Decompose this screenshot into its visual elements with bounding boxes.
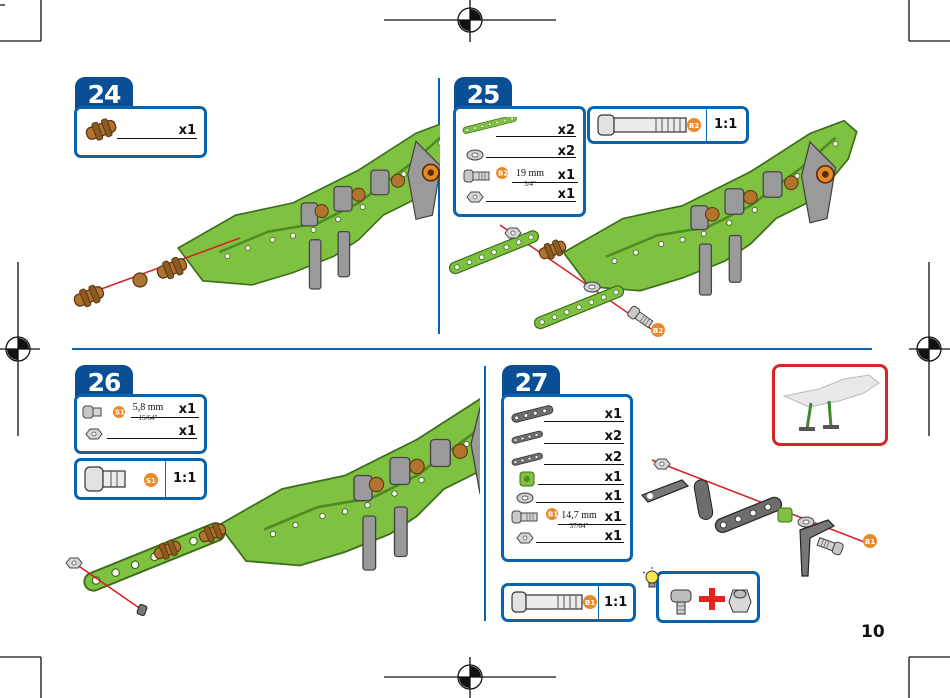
washer-icon <box>514 490 536 506</box>
angle-bracket-icon <box>510 427 560 447</box>
part-quantity: x2 <box>605 450 622 465</box>
tip-illustration <box>663 576 755 618</box>
part-quantity: x1 <box>605 510 622 525</box>
svg-text:B1: B1 <box>585 599 595 607</box>
nut-icon <box>514 530 536 546</box>
bolt-b1-scale-icon: B1 <box>510 590 600 616</box>
part-quantity: x2 <box>605 429 622 444</box>
short-strip-icon <box>510 449 560 469</box>
part-quantity: x1 <box>605 529 622 544</box>
dinosaur-thumbnail-icon <box>779 371 883 439</box>
part-quantity: x1 <box>605 489 622 504</box>
step-25-assembly-illustration: B2 <box>440 105 890 345</box>
assembly-badge: B2 <box>653 327 663 335</box>
svg-text:B1: B1 <box>548 511 558 519</box>
green-spacer-icon <box>518 470 538 488</box>
metal-strip-icon <box>510 405 560 425</box>
reference-thumbnail <box>772 364 888 446</box>
step-24-assembly-illustration <box>70 120 440 320</box>
divider-horizontal <box>72 348 872 350</box>
divider-vertical-bottom <box>484 366 486 621</box>
bolt-b1-icon: B1 <box>510 508 560 526</box>
step-27-assembly-illustration: B1 <box>632 450 892 580</box>
step-26-assembly-illustration <box>60 380 480 620</box>
scale-reference-box: B1 1:1 <box>501 583 636 622</box>
assembly-badge: B1 <box>865 538 875 546</box>
page-number: 10 <box>861 622 885 642</box>
part-quantity: x1 <box>605 470 622 485</box>
part-quantity: x1 <box>605 407 622 422</box>
scale-label: 1:1 <box>604 595 627 610</box>
